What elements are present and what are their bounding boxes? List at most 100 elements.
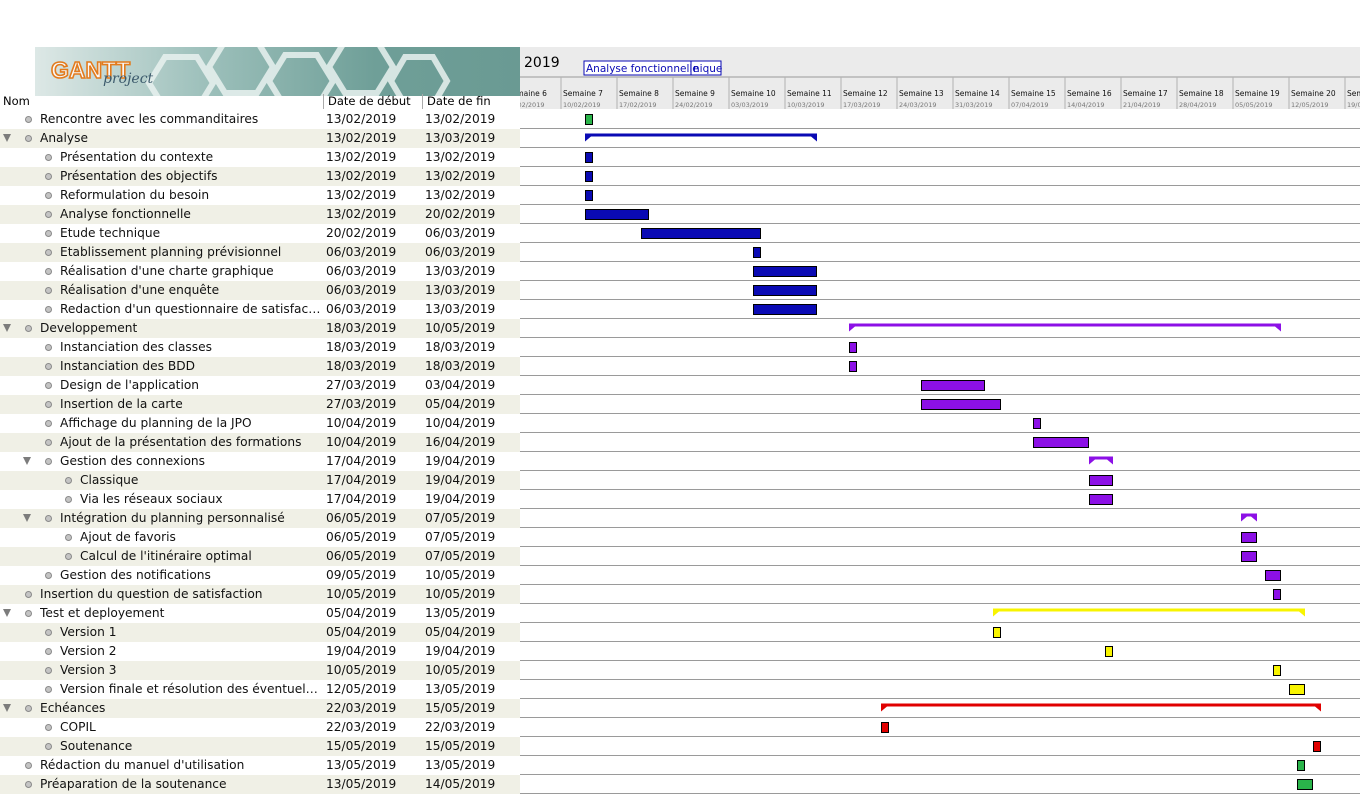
task-end-date[interactable]: 07/05/2019 bbox=[425, 511, 496, 525]
task-name[interactable]: Developpement bbox=[40, 321, 138, 335]
task-name[interactable]: Classique bbox=[80, 473, 139, 487]
task-bar[interactable] bbox=[1241, 532, 1257, 543]
task-bar[interactable] bbox=[1273, 589, 1281, 600]
task-end-date[interactable]: 18/03/2019 bbox=[425, 340, 496, 354]
task-bar[interactable] bbox=[1313, 741, 1321, 752]
task-end-date[interactable]: 07/05/2019 bbox=[425, 530, 496, 544]
task-bar[interactable] bbox=[881, 722, 889, 733]
task-name[interactable]: COPIL bbox=[60, 720, 96, 734]
task-start-date[interactable]: 20/02/2019 bbox=[326, 226, 397, 240]
task-name[interactable]: Ajout de la présentation des formations bbox=[60, 435, 302, 449]
task-bar[interactable] bbox=[641, 228, 761, 239]
task-name[interactable]: Intégration du planning personnalisé bbox=[60, 511, 285, 525]
task-bar[interactable] bbox=[1273, 665, 1281, 676]
task-start-date[interactable]: 13/02/2019 bbox=[326, 188, 397, 202]
task-end-date[interactable]: 13/05/2019 bbox=[425, 682, 496, 696]
task-end-date[interactable]: 13/05/2019 bbox=[425, 606, 496, 620]
task-name[interactable]: Version 3 bbox=[60, 663, 117, 677]
summary-bar[interactable] bbox=[881, 703, 1321, 712]
task-name[interactable]: Analyse bbox=[40, 131, 88, 145]
task-start-date[interactable]: 06/03/2019 bbox=[326, 302, 397, 316]
task-bar[interactable] bbox=[585, 114, 593, 125]
task-name[interactable]: Rédaction du manuel d'utilisation bbox=[40, 758, 245, 772]
task-end-date[interactable]: 03/04/2019 bbox=[425, 378, 496, 392]
task-bar[interactable] bbox=[1033, 418, 1041, 429]
task-end-date[interactable]: 20/02/2019 bbox=[425, 207, 496, 221]
task-start-date[interactable]: 06/03/2019 bbox=[326, 283, 397, 297]
task-end-date[interactable]: 10/04/2019 bbox=[425, 416, 496, 430]
task-name[interactable]: Gestion des connexions bbox=[60, 454, 205, 468]
task-start-date[interactable]: 17/04/2019 bbox=[326, 492, 397, 506]
task-row[interactable]: Redaction d'un questionnaire de satisfac… bbox=[0, 300, 520, 319]
task-end-date[interactable]: 14/05/2019 bbox=[425, 777, 496, 791]
expand-toggle-icon[interactable] bbox=[3, 324, 11, 332]
task-bar[interactable] bbox=[753, 266, 817, 277]
task-name[interactable]: Présentation du contexte bbox=[60, 150, 214, 164]
task-bar[interactable] bbox=[585, 171, 593, 182]
task-name[interactable]: Présentation des objectifs bbox=[60, 169, 218, 183]
task-name[interactable]: Insertion du question de satisfaction bbox=[40, 587, 263, 601]
task-end-date[interactable]: 10/05/2019 bbox=[425, 321, 496, 335]
task-row[interactable]: Rédaction du manuel d'utilisation 13/05/2… bbox=[0, 756, 520, 775]
column-start-header[interactable]: Date de début bbox=[328, 94, 411, 108]
task-start-date[interactable]: 06/05/2019 bbox=[326, 511, 397, 525]
task-end-date[interactable]: 13/03/2019 bbox=[425, 302, 496, 316]
task-bar[interactable] bbox=[1297, 760, 1305, 771]
task-name[interactable]: Analyse fonctionnelle bbox=[60, 207, 191, 221]
task-start-date[interactable]: 10/04/2019 bbox=[326, 416, 397, 430]
task-start-date[interactable]: 06/03/2019 bbox=[326, 264, 397, 278]
task-start-date[interactable]: 13/02/2019 bbox=[326, 207, 397, 221]
task-start-date[interactable]: 13/02/2019 bbox=[326, 131, 397, 145]
task-bar[interactable] bbox=[1289, 684, 1305, 695]
task-name[interactable]: Instanciation des BDD bbox=[60, 359, 196, 373]
task-start-date[interactable]: 13/02/2019 bbox=[326, 150, 397, 164]
task-start-date[interactable]: 19/04/2019 bbox=[326, 644, 397, 658]
column-separator[interactable] bbox=[422, 94, 423, 109]
summary-bar[interactable] bbox=[1241, 513, 1257, 522]
task-end-date[interactable]: 13/05/2019 bbox=[425, 758, 496, 772]
task-end-date[interactable]: 19/04/2019 bbox=[425, 473, 496, 487]
task-end-date[interactable]: 06/03/2019 bbox=[425, 245, 496, 259]
task-bar[interactable] bbox=[1297, 779, 1313, 790]
task-end-date[interactable]: 15/05/2019 bbox=[425, 701, 496, 715]
task-bar[interactable] bbox=[753, 285, 817, 296]
task-start-date[interactable]: 18/03/2019 bbox=[326, 359, 397, 373]
summary-bar[interactable] bbox=[1089, 456, 1113, 465]
task-start-date[interactable]: 10/05/2019 bbox=[326, 663, 397, 677]
summary-bar[interactable] bbox=[849, 323, 1281, 332]
task-start-date[interactable]: 27/03/2019 bbox=[326, 397, 397, 411]
task-end-date[interactable]: 05/04/2019 bbox=[425, 625, 496, 639]
task-name[interactable]: Ajout de favoris bbox=[80, 530, 176, 544]
expand-toggle-icon[interactable] bbox=[23, 457, 31, 465]
task-name[interactable]: Version 1 bbox=[60, 625, 117, 639]
task-end-date[interactable]: 19/04/2019 bbox=[425, 644, 496, 658]
task-name[interactable]: Etude technique bbox=[60, 226, 161, 240]
task-row[interactable]: Instanciation des BDD 18/03/2019 18/03/201… bbox=[0, 357, 520, 376]
task-name[interactable]: Test et deployement bbox=[40, 606, 165, 620]
task-name[interactable]: Calcul de l'itinéraire optimal bbox=[80, 549, 252, 563]
task-name[interactable]: Version finale et résolution des éventue… bbox=[60, 682, 322, 696]
expand-toggle-icon[interactable] bbox=[23, 514, 31, 522]
task-bar[interactable] bbox=[1089, 475, 1113, 486]
task-start-date[interactable]: 18/03/2019 bbox=[326, 321, 397, 335]
task-end-date[interactable]: 18/03/2019 bbox=[425, 359, 496, 373]
task-name[interactable]: Etablissement planning prévisionnel bbox=[60, 245, 282, 259]
task-start-date[interactable]: 22/03/2019 bbox=[326, 701, 397, 715]
summary-bar[interactable] bbox=[993, 608, 1305, 617]
